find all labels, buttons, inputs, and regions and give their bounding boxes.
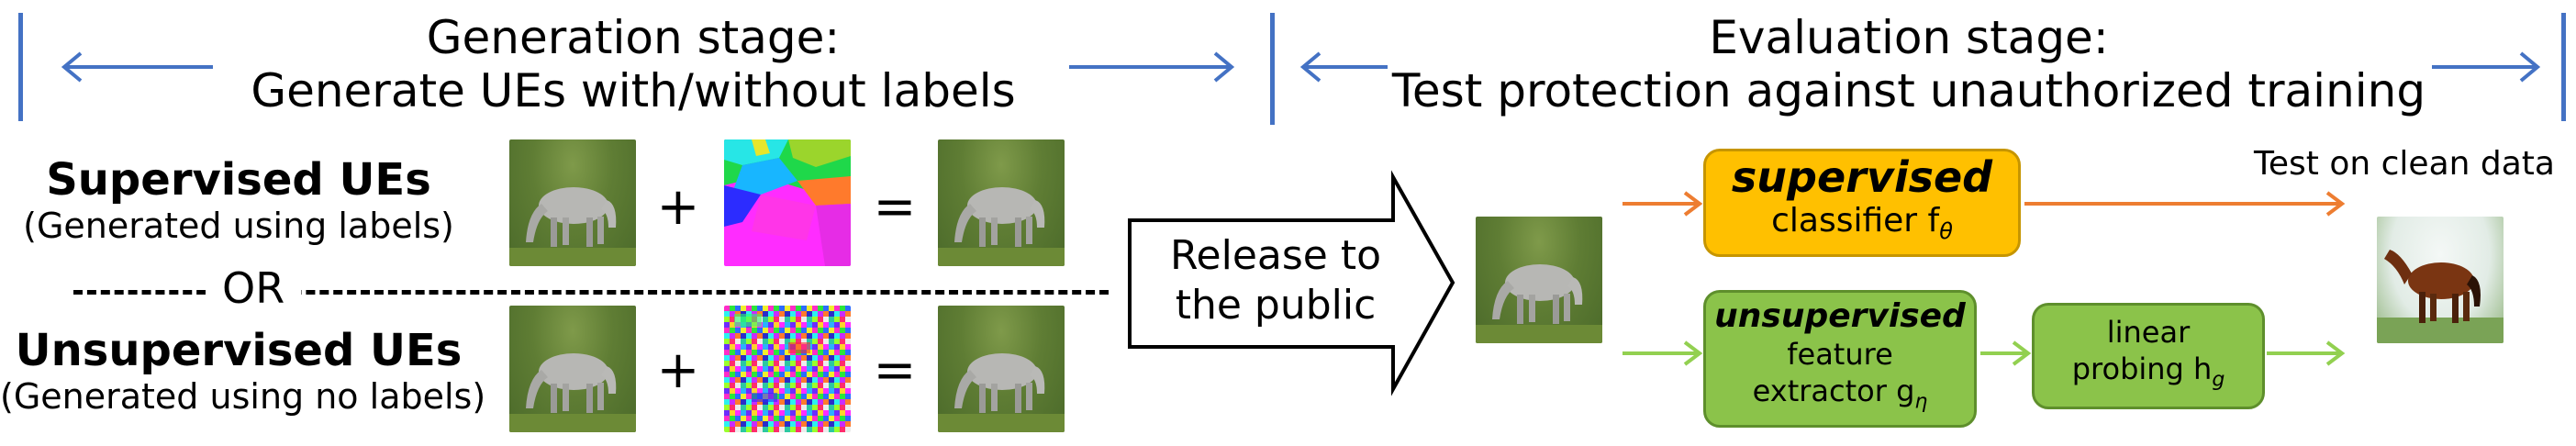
supervised-row-subtitle: (Generated using labels) (23, 206, 454, 246)
unsupervised-noise-image (724, 306, 851, 432)
release-label-line1: Release to (1169, 232, 1382, 279)
stage-divider-left (18, 13, 23, 121)
supervised-row-label: Supervised UEs (Generated using labels) (0, 154, 477, 246)
equals-operator-supervised: = (873, 177, 917, 237)
unsupervised-box-sub: η (1914, 390, 1928, 414)
clean-horse-image-unsupervised (509, 306, 636, 432)
arrow-linear-to-test (2267, 340, 2346, 366)
supervised-ue-image (938, 139, 1065, 266)
released-ue-image (1476, 217, 1602, 343)
evaluation-stage-title: Evaluation stage: Test protection agains… (1386, 11, 2432, 117)
clean-horse-image-supervised (509, 139, 636, 266)
or-separator-line (73, 290, 1109, 295)
unsupervised-row-title: Unsupervised UEs (15, 325, 463, 376)
stage-divider-right (2561, 13, 2566, 121)
unsupervised-ue-image (938, 306, 1065, 432)
arrow-to-supervised-classifier (1623, 191, 1703, 217)
arrow-extractor-to-linear (1980, 340, 2032, 366)
arrow-to-unsupervised-extractor (1623, 340, 1703, 366)
stage-divider-middle (1270, 13, 1275, 125)
linear-probing-box: linear probing hg (2032, 303, 2265, 409)
generation-title-line2: Generate UEs with/without labels (251, 64, 1016, 117)
evaluation-title-line1: Evaluation stage: (1709, 11, 2109, 64)
plus-operator-supervised: + (656, 177, 700, 237)
generation-stage-title: Generation stage: Generate UEs with/with… (220, 11, 1046, 117)
unsupervised-extractor-box: unsupervised feature extractor gη (1703, 290, 1977, 428)
unsupervised-box-line2: feature (1787, 336, 1893, 372)
clean-test-horse-image (2377, 217, 2504, 343)
evaluation-arrow-right (2432, 51, 2541, 83)
linear-box-sub: g (2212, 368, 2225, 392)
linear-box-line2: probing hg (2072, 351, 2225, 398)
unsupervised-box-line3: extractor gη (1753, 373, 1928, 420)
supervised-classifier-box: supervised classifier fθ (1703, 149, 2021, 257)
supervised-box-text: classifier f (1771, 202, 1940, 240)
supervised-box-sub: θ (1939, 218, 1953, 245)
arrow-supervised-to-test (2024, 191, 2346, 217)
equals-operator-unsupervised: = (873, 340, 917, 400)
stage-arrows (61, 51, 2541, 83)
linear-box-line1: linear (2106, 314, 2191, 350)
supervised-box-title: supervised (1731, 152, 1993, 203)
evaluation-title-line2: Test protection against unauthorized tra… (1391, 64, 2426, 117)
generation-arrow-right (1069, 51, 1235, 83)
linear-box-text: probing h (2071, 351, 2213, 386)
unsupervised-row-label: Unsupervised UEs (Generated using no lab… (0, 325, 486, 417)
release-label-line2: the public (1175, 282, 1377, 329)
release-label: Release to the public (1138, 231, 1413, 330)
release-block-arrow (1128, 170, 1455, 396)
generation-arrow-left (61, 51, 213, 83)
evaluation-arrow-left (1299, 51, 1388, 83)
supervised-box-line2: classifier fθ (1771, 201, 1953, 251)
unsupervised-row-subtitle: (Generated using no labels) (0, 376, 486, 417)
supervised-row-title: Supervised UEs (46, 154, 431, 206)
or-separator-label: OR (206, 264, 302, 312)
test-clean-data-label: Test on clean data (2254, 145, 2555, 183)
plus-operator-unsupervised: + (656, 340, 700, 400)
unsupervised-box-text: extractor g (1752, 373, 1915, 408)
generation-title-line1: Generation stage: (426, 11, 841, 64)
supervised-noise-image (724, 139, 851, 266)
unsupervised-box-title: unsupervised (1714, 296, 1966, 335)
